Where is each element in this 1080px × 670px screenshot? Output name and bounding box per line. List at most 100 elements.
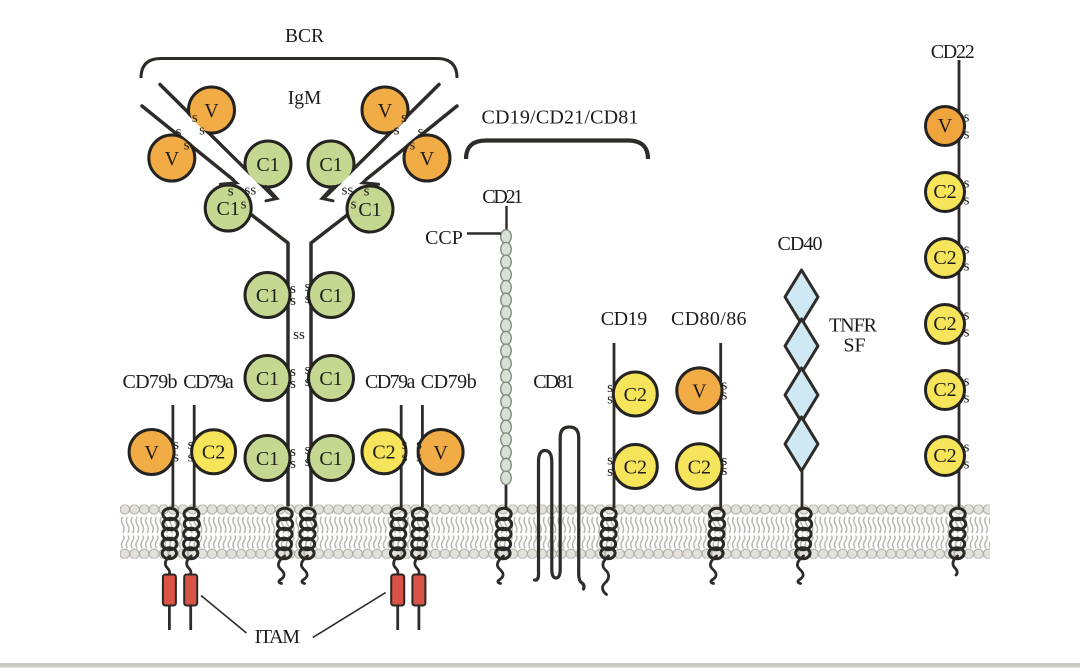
svg-text:s: s bbox=[607, 453, 613, 469]
svg-text:V: V bbox=[420, 148, 435, 170]
svg-text:s: s bbox=[964, 440, 970, 456]
svg-text:CD79a: CD79a bbox=[183, 371, 234, 393]
svg-text:C1: C1 bbox=[256, 368, 279, 390]
svg-text:s: s bbox=[192, 110, 198, 126]
svg-text:CD19/CD21/CD81: CD19/CD21/CD81 bbox=[482, 107, 639, 129]
svg-text:ss: ss bbox=[342, 183, 354, 199]
svg-text:s: s bbox=[290, 281, 296, 297]
svg-text:s: s bbox=[607, 392, 613, 408]
svg-text:C1: C1 bbox=[358, 199, 381, 221]
svg-text:C2: C2 bbox=[933, 379, 956, 401]
svg-text:CD79b: CD79b bbox=[421, 371, 477, 393]
svg-text:s: s bbox=[173, 450, 179, 466]
svg-text:CD79b: CD79b bbox=[123, 371, 178, 393]
svg-text:CCP: CCP bbox=[425, 227, 463, 249]
svg-text:s: s bbox=[964, 176, 970, 192]
svg-text:s: s bbox=[964, 242, 970, 258]
svg-text:s: s bbox=[305, 279, 311, 295]
svg-text:s: s bbox=[964, 193, 970, 209]
svg-text:s: s bbox=[290, 376, 296, 392]
svg-text:C2: C2 bbox=[933, 445, 956, 467]
svg-text:C1: C1 bbox=[217, 198, 240, 220]
svg-text:s: s bbox=[402, 450, 408, 466]
svg-text:s: s bbox=[964, 457, 970, 473]
svg-text:s: s bbox=[964, 110, 970, 126]
svg-text:s: s bbox=[401, 110, 407, 126]
svg-text:s: s bbox=[416, 450, 422, 466]
svg-text:s: s bbox=[607, 464, 613, 480]
svg-text:s: s bbox=[176, 124, 182, 140]
svg-text:s: s bbox=[964, 391, 970, 407]
svg-text:s: s bbox=[721, 453, 727, 469]
svg-text:V: V bbox=[204, 100, 219, 122]
svg-text:C2: C2 bbox=[372, 442, 395, 464]
svg-text:s: s bbox=[290, 364, 296, 380]
svg-text:C2: C2 bbox=[202, 442, 225, 464]
svg-text:s: s bbox=[305, 291, 311, 307]
svg-text:C1: C1 bbox=[319, 368, 342, 390]
svg-text:s: s bbox=[228, 184, 234, 200]
svg-text:s: s bbox=[241, 197, 247, 213]
svg-text:V: V bbox=[378, 100, 393, 122]
svg-text:s: s bbox=[964, 127, 970, 143]
svg-text:s: s bbox=[290, 456, 296, 472]
svg-text:CD22: CD22 bbox=[931, 41, 975, 63]
svg-text:s: s bbox=[721, 388, 727, 404]
svg-text:C1: C1 bbox=[256, 154, 279, 176]
svg-text:C1: C1 bbox=[256, 448, 279, 470]
svg-text:s: s bbox=[402, 437, 408, 453]
svg-text:TNFR: TNFR bbox=[829, 315, 878, 337]
svg-text:C2: C2 bbox=[933, 181, 956, 203]
svg-text:s: s bbox=[199, 123, 205, 139]
svg-text:CD19: CD19 bbox=[601, 308, 648, 330]
svg-text:s: s bbox=[351, 197, 357, 213]
svg-text:s: s bbox=[364, 184, 370, 200]
svg-text:s: s bbox=[416, 437, 422, 453]
svg-text:CD81: CD81 bbox=[533, 371, 575, 393]
svg-text:IgM: IgM bbox=[288, 88, 322, 109]
svg-text:SF: SF bbox=[843, 335, 865, 357]
svg-text:s: s bbox=[188, 450, 194, 466]
svg-text:V: V bbox=[433, 442, 448, 464]
svg-text:s: s bbox=[305, 442, 311, 458]
svg-text:s: s bbox=[188, 437, 194, 453]
svg-text:ss: ss bbox=[245, 183, 257, 199]
svg-text:CD40: CD40 bbox=[778, 233, 823, 255]
svg-text:CD21: CD21 bbox=[482, 186, 523, 208]
svg-text:V: V bbox=[938, 115, 953, 137]
svg-text:s: s bbox=[607, 380, 613, 396]
svg-text:C1: C1 bbox=[319, 448, 342, 470]
svg-text:s: s bbox=[964, 308, 970, 324]
svg-text:ss: ss bbox=[293, 327, 305, 343]
svg-text:C2: C2 bbox=[624, 457, 647, 479]
svg-text:s: s bbox=[964, 374, 970, 390]
svg-text:C2: C2 bbox=[933, 247, 956, 269]
svg-text:s: s bbox=[305, 374, 311, 390]
svg-text:s: s bbox=[721, 463, 727, 479]
svg-text:ITAM: ITAM bbox=[255, 626, 301, 648]
svg-text:s: s bbox=[721, 378, 727, 394]
svg-text:C2: C2 bbox=[624, 384, 647, 406]
svg-text:s: s bbox=[305, 454, 311, 470]
svg-text:V: V bbox=[165, 148, 180, 170]
svg-text:s: s bbox=[173, 437, 179, 453]
svg-text:s: s bbox=[964, 259, 970, 275]
svg-text:s: s bbox=[394, 123, 400, 139]
svg-text:s: s bbox=[184, 138, 190, 154]
svg-text:C2: C2 bbox=[688, 457, 711, 479]
svg-text:s: s bbox=[418, 124, 424, 140]
svg-text:CD79a: CD79a bbox=[365, 371, 416, 393]
svg-text:CD80/86: CD80/86 bbox=[671, 308, 747, 330]
svg-text:V: V bbox=[144, 442, 159, 464]
svg-text:s: s bbox=[290, 444, 296, 460]
svg-text:s: s bbox=[964, 325, 970, 341]
svg-text:BCR: BCR bbox=[285, 26, 324, 47]
svg-text:s: s bbox=[305, 362, 311, 378]
svg-text:s: s bbox=[290, 293, 296, 309]
svg-text:V: V bbox=[692, 381, 707, 403]
svg-text:C2: C2 bbox=[933, 313, 956, 335]
svg-text:s: s bbox=[409, 138, 415, 154]
svg-text:C1: C1 bbox=[319, 285, 342, 307]
svg-text:C1: C1 bbox=[256, 285, 279, 307]
svg-text:C1: C1 bbox=[319, 154, 342, 176]
